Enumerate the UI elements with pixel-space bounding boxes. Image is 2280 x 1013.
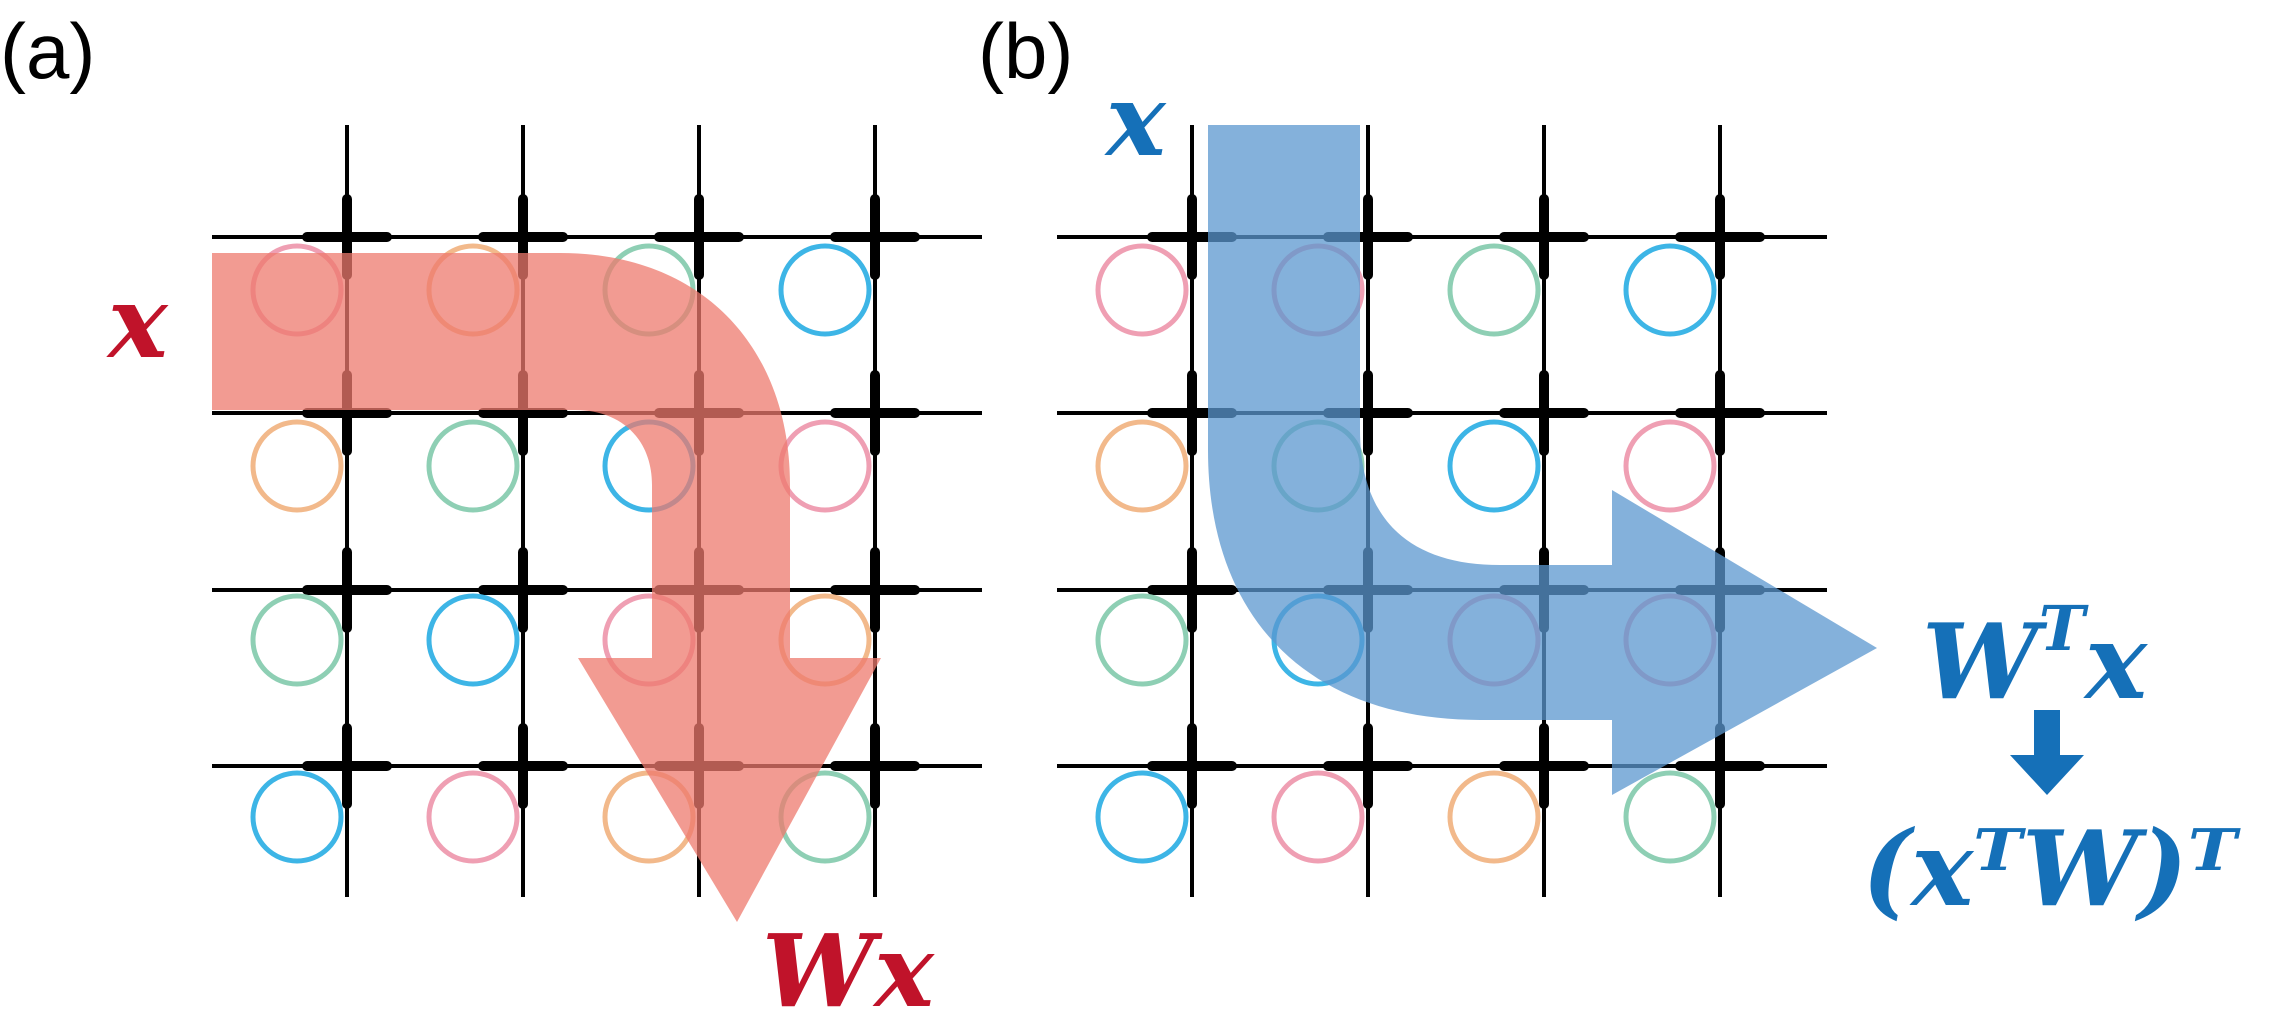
output-vector-symbol: x: [2083, 600, 2148, 723]
memory-cell-pink: [426, 770, 520, 864]
transpose-output-label: WTx: [1922, 592, 2148, 723]
panel-b-label: (b): [978, 7, 1073, 95]
memory-cell-blue: [250, 770, 344, 864]
matrix-symbol: W: [1922, 600, 2048, 723]
memory-cell-green: [426, 419, 520, 513]
memory-cell-pink: [1095, 243, 1189, 337]
memory-cell-green: [250, 593, 344, 687]
memory-cell-blue: [1095, 770, 1189, 864]
memory-cell-blue: [426, 593, 520, 687]
memory-cell-pink: [778, 419, 872, 513]
memory-cell-orange: [1447, 770, 1541, 864]
memory-cell-green: [1623, 770, 1717, 864]
memory-cell-orange: [250, 419, 344, 513]
output-vector-label: Wx: [762, 912, 935, 1013]
row-to-column-arrow: [212, 253, 881, 922]
panel-b: (b) x WTx (xᵀW)ᵀ: [978, 7, 2241, 930]
memory-cell-pink: [1623, 419, 1717, 513]
memory-cell-green: [1095, 593, 1189, 687]
crossbar-grid: [1057, 125, 1827, 897]
equivalence-arrow: [2010, 710, 2084, 795]
transpose-superscript: T: [2039, 592, 2089, 665]
memory-cell-blue: [1447, 419, 1541, 513]
equivalent-output-label: (xᵀW)ᵀ: [1862, 807, 2241, 930]
column-to-row-arrow: [1208, 125, 1877, 795]
crossbar-grid: [212, 125, 982, 897]
memory-cell-blue: [778, 243, 872, 337]
memory-cell-pink: [1271, 770, 1365, 864]
memory-cell-blue: [1623, 243, 1717, 337]
input-vector-label: x: [106, 263, 169, 381]
memory-cell-orange: [1095, 419, 1189, 513]
memory-cell-green: [1447, 243, 1541, 337]
panel-a-label: (a): [0, 7, 95, 95]
input-vector-label: x: [1104, 61, 1167, 179]
panel-a: (a) x Wx: [0, 7, 982, 1013]
